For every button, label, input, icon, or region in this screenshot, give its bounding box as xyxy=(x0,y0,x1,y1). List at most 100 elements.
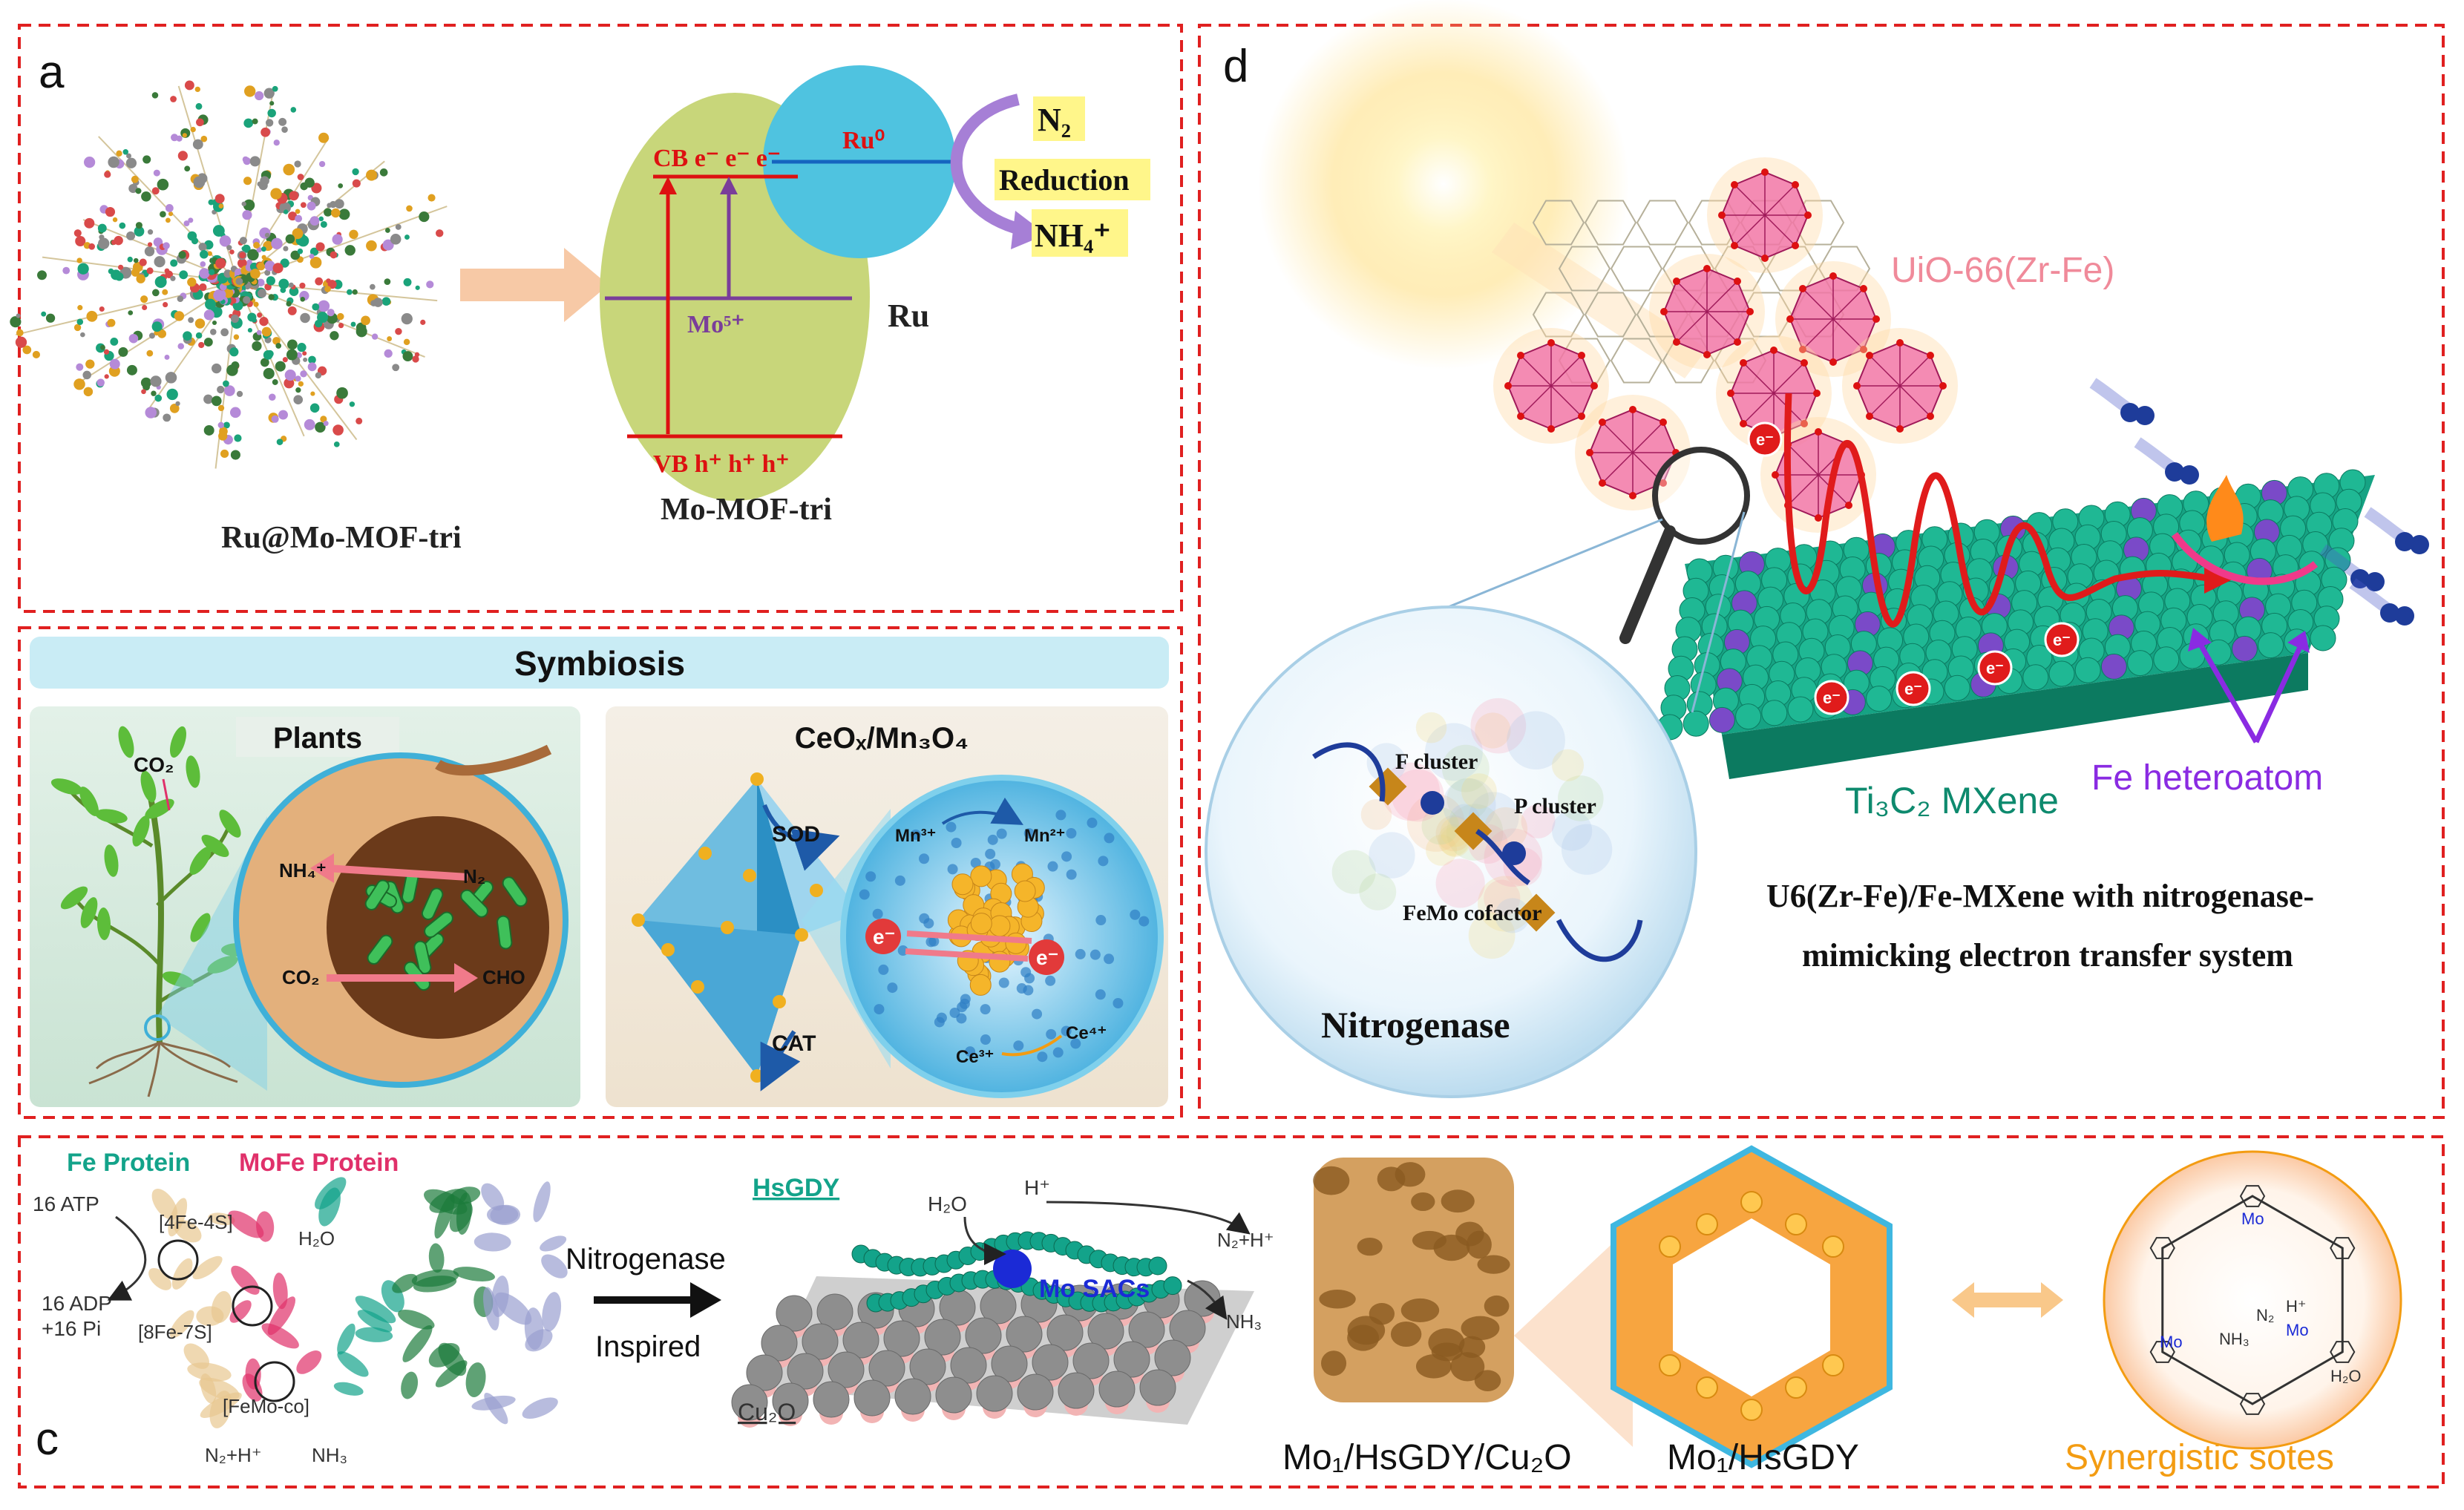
sod-arrow xyxy=(762,804,840,871)
porous-foam xyxy=(1313,1158,1514,1402)
cat-arrow xyxy=(760,1030,801,1092)
caption-line-1: U6(Zr-Fe)/Fe-MXene with nitrogenase- xyxy=(1766,878,2314,914)
atp-arrow xyxy=(107,1215,147,1301)
syn-mo-2: Mo xyxy=(2160,1333,2183,1351)
fe-arrowhead-2 xyxy=(2287,631,2310,653)
co2-arrow xyxy=(162,778,171,811)
electron-transfer-arrow-1 xyxy=(906,930,1032,944)
wave-electrons: e⁻e⁻e⁻e⁻e⁻ xyxy=(1747,421,2080,715)
sun xyxy=(1258,0,1629,370)
mo-arrowhead xyxy=(720,177,738,194)
fe-arrow-1 xyxy=(2194,637,2259,743)
h2o-c-label: H₂O xyxy=(298,1227,335,1250)
ru0-label: Ru⁰ xyxy=(842,127,885,154)
h2o-arrow xyxy=(963,1216,1006,1265)
catalytic-arc xyxy=(2171,532,2319,585)
mn3-label: Mn³⁺ xyxy=(895,826,936,846)
nh3-c2-label: NH₃ xyxy=(1226,1310,1262,1333)
ceox-title: CeOₓ/Mn₃O₄ xyxy=(795,722,969,755)
plants-title-bg xyxy=(236,717,399,757)
svg-text:e⁻: e⁻ xyxy=(1823,689,1841,707)
reduction-arrowhead xyxy=(1011,211,1046,249)
magnifier-handle xyxy=(1619,525,1676,644)
nitrogenase-label: Nitrogenase xyxy=(1321,1004,1510,1045)
electron-transfer-arrow-2 xyxy=(905,948,1029,962)
cb-label: CB e⁻ e⁻ e⁻ xyxy=(653,145,781,172)
panel-d-letter: d xyxy=(1223,41,1248,92)
uio-label: UiO-66(Zr-Fe) xyxy=(1891,251,2114,290)
label-mo1-hsgdy: Mo₁/HsGDY xyxy=(1667,1438,1859,1477)
ce-arrow xyxy=(1001,1034,1063,1057)
hplus-c2-label: H⁺ xyxy=(1024,1176,1050,1199)
panel-a-arrow xyxy=(460,248,609,322)
mo-sacs-label: Mo SACs xyxy=(1039,1275,1150,1303)
syn-nh3-label: NH₃ xyxy=(2219,1330,2250,1348)
n2-highlight xyxy=(1033,96,1085,141)
p-cluster-label: P cluster xyxy=(1514,794,1596,818)
co2-b-label: CO₂ xyxy=(282,966,320,988)
f-cluster-arrow xyxy=(1312,742,1386,802)
adp-label-1: 16 ADP xyxy=(42,1292,112,1315)
arrow-top-label: Nitrogenase xyxy=(566,1243,726,1276)
fe-arrowhead-1 xyxy=(2188,628,2212,651)
panel-b-border xyxy=(18,626,1183,1119)
electron-p xyxy=(1502,841,1526,865)
panel-d-border xyxy=(1198,24,2445,1119)
mof-label: Ru@Mo-MOF-tri xyxy=(221,521,462,555)
hsgdy-chain xyxy=(851,1231,1182,1313)
femo-label: FeMo cofactor xyxy=(1403,901,1541,925)
sod-label: SOD xyxy=(772,822,820,847)
panel-c-border xyxy=(18,1135,2445,1488)
fe7s-circle xyxy=(232,1285,273,1327)
electron-left-label: e⁻ xyxy=(873,925,895,948)
uio-framework xyxy=(1493,157,1958,533)
co2-top-label: CO₂ xyxy=(134,753,174,776)
nitrogenase-protein xyxy=(148,1177,568,1428)
semiconductor-label: Mo-MOF-tri xyxy=(661,493,832,527)
f-cluster-label: F cluster xyxy=(1395,749,1478,774)
excitation-arrowhead xyxy=(659,177,677,194)
synergy-ring xyxy=(2149,1185,2356,1415)
protein-ribbons xyxy=(1331,697,1613,959)
n2h-c-label: N₂+H⁺ xyxy=(205,1444,262,1466)
fe7s-label: [8Fe-7S] xyxy=(138,1321,212,1343)
fe-heteroatom-label: Fe heteroatom xyxy=(2091,758,2323,798)
fe4s-circle xyxy=(157,1239,199,1281)
cu2o-spheres xyxy=(731,1280,1221,1428)
reduction-arrow xyxy=(950,93,1025,236)
svg-text:e⁻: e⁻ xyxy=(1986,659,2004,677)
fe4s-label: [4Fe-4S] xyxy=(159,1211,233,1233)
zoom-line-2 xyxy=(1691,511,1746,713)
hexagon-beads xyxy=(1659,1191,1844,1421)
femoco-circle xyxy=(254,1361,295,1402)
mn-arrow xyxy=(941,797,1023,825)
arrow-bottom-label: Inspired xyxy=(595,1330,701,1363)
root-nodule-marker xyxy=(144,1014,171,1041)
nh4-highlight xyxy=(1032,209,1128,257)
svg-text:e⁻: e⁻ xyxy=(1756,430,1774,449)
mo-sac-atom xyxy=(993,1250,1032,1288)
panel-c-letter: c xyxy=(36,1414,59,1465)
panel-a-border xyxy=(18,24,1183,613)
cu2o-label: Cu₂O xyxy=(738,1399,796,1425)
co2-to-cho-arrowhead xyxy=(454,963,478,993)
h2o-c2-label: H₂O xyxy=(928,1192,967,1215)
mof-crystal xyxy=(10,80,448,469)
fe-protein-label: Fe Protein xyxy=(67,1149,190,1177)
cho-label: CHO xyxy=(482,966,525,988)
fe-arrow-2 xyxy=(2253,644,2304,743)
electron-f xyxy=(1421,791,1444,815)
panel-a-letter: a xyxy=(39,47,65,98)
plant-roots xyxy=(88,1041,238,1097)
reduction-highlight xyxy=(995,159,1150,200)
electron-right-label: e⁻ xyxy=(1036,946,1058,969)
mofe-protein-label: MoFe Protein xyxy=(239,1149,399,1177)
syn-mo-3: Mo xyxy=(2286,1321,2309,1339)
ce3-label: Ce³⁺ xyxy=(956,1047,994,1067)
double-arrow xyxy=(1952,1282,2063,1318)
vb-label: VB h⁺ h⁺ h⁺ xyxy=(653,450,789,478)
electron-left xyxy=(865,919,901,954)
syn-mo-1: Mo xyxy=(2241,1209,2264,1228)
caption-line-2: mimicking electron transfer system xyxy=(1802,937,2293,974)
